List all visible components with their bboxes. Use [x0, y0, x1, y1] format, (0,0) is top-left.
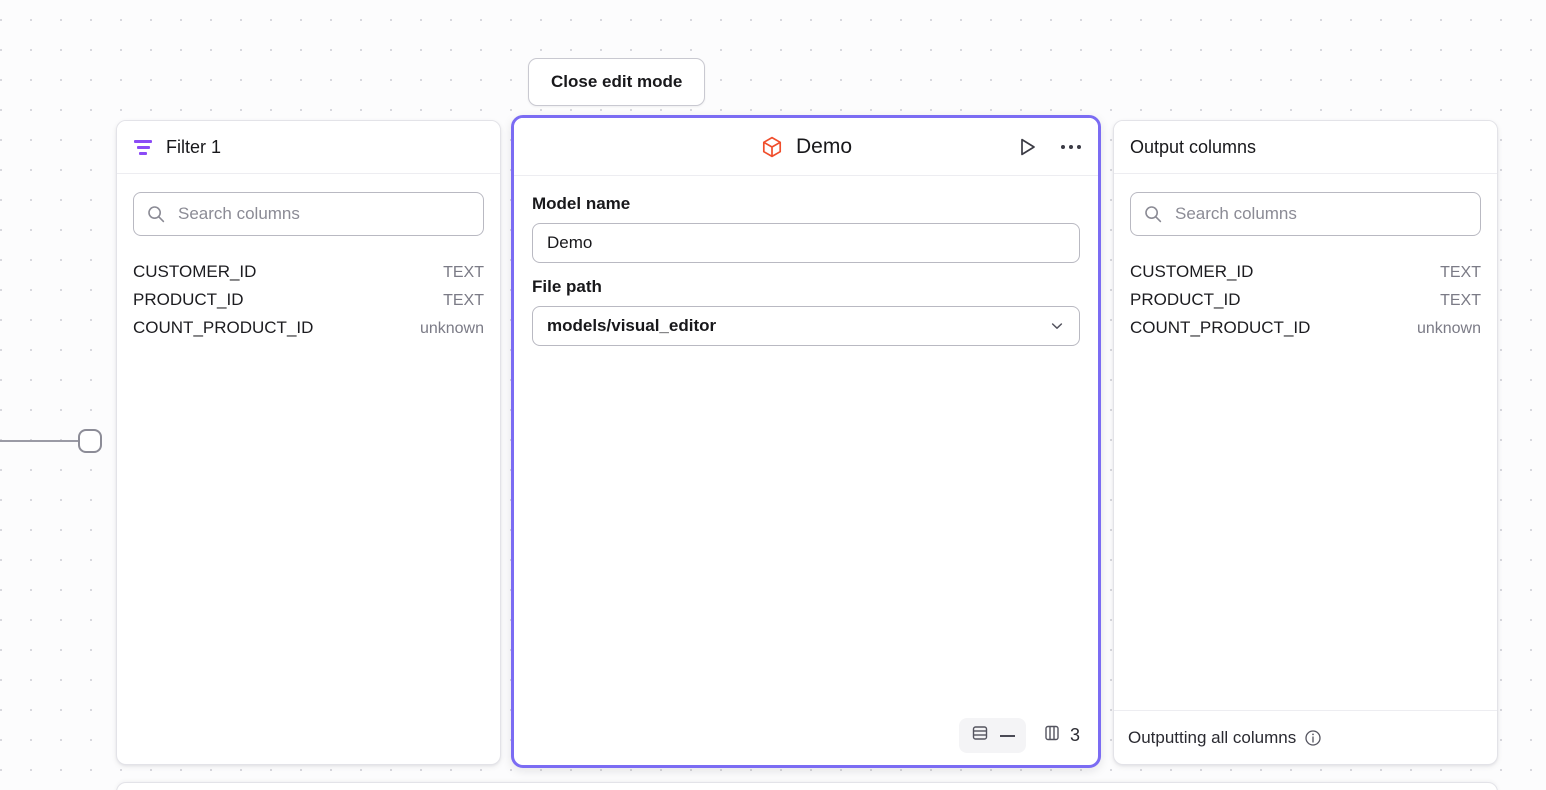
outputting-all-columns-label: Outputting all columns	[1128, 727, 1297, 747]
table-row[interactable]: CUSTOMER_ID TEXT	[133, 258, 484, 286]
table-row[interactable]: COUNT_PRODUCT_ID unknown	[133, 314, 484, 342]
column-type: unknown	[419, 320, 484, 337]
search-icon	[1143, 204, 1163, 224]
close-edit-mode-label: Close edit mode	[551, 72, 683, 91]
model-name-field[interactable]: Demo	[532, 223, 1080, 263]
filter-column-list: CUSTOMER_ID TEXT PRODUCT_ID TEXT COUNT_P…	[133, 258, 484, 342]
demo-panel-title: Demo	[795, 134, 853, 158]
demo-panel-body: Model name Demo File path models/visual_…	[514, 176, 1098, 765]
filter-search-input[interactable]: Search columns	[133, 192, 484, 236]
demo-model-panel[interactable]: Demo Model name Demo File path models/	[511, 115, 1101, 768]
column-name: PRODUCT_ID	[1130, 290, 1241, 309]
chevron-down-icon	[1049, 318, 1065, 334]
row-count-value	[999, 734, 1015, 737]
table-row[interactable]: PRODUCT_ID TEXT	[1130, 286, 1481, 314]
cube-icon	[760, 135, 784, 159]
table-row[interactable]: COUNT_PRODUCT_ID unknown	[1130, 314, 1481, 342]
demo-panel-actions	[1014, 118, 1084, 175]
table-row[interactable]: CUSTOMER_ID TEXT	[1130, 258, 1481, 286]
file-path-select[interactable]: models/visual_editor	[532, 306, 1080, 346]
column-name: COUNT_PRODUCT_ID	[133, 318, 314, 337]
output-panel-title: Output columns	[1130, 136, 1257, 157]
table-row[interactable]: PRODUCT_ID TEXT	[133, 286, 484, 314]
ellipsis-icon[interactable]	[1058, 134, 1084, 160]
demo-panel-header: Demo	[514, 118, 1098, 176]
column-count-value: 3	[1069, 725, 1080, 745]
output-panel-footer: Outputting all columns	[1114, 710, 1497, 764]
bottom-partial-panel[interactable]	[116, 782, 1498, 790]
filter-panel-header: Filter 1	[117, 121, 500, 174]
column-type: TEXT	[443, 292, 484, 309]
output-search-placeholder: Search columns	[1175, 204, 1297, 223]
filter-panel-title: Filter 1	[166, 136, 222, 157]
file-path-value: models/visual_editor	[547, 316, 717, 335]
file-path-label: File path	[532, 277, 602, 296]
model-name-value: Demo	[547, 233, 593, 252]
column-count-control[interactable]: 3	[1036, 718, 1086, 753]
column-type: TEXT	[1440, 292, 1481, 309]
column-name: PRODUCT_ID	[133, 290, 244, 309]
column-type: TEXT	[1440, 264, 1481, 281]
column-type: unknown	[1416, 320, 1481, 337]
close-edit-mode-button[interactable]: Close edit mode	[528, 58, 706, 106]
filter-node-panel[interactable]: Filter 1 Search columns CUSTOMER_ID TEXT…	[116, 120, 501, 765]
output-panel-body: Search columns CUSTOMER_ID TEXT PRODUCT_…	[1114, 174, 1497, 710]
filter-search-placeholder: Search columns	[178, 204, 300, 223]
output-search-input[interactable]: Search columns	[1130, 192, 1481, 236]
output-columns-panel[interactable]: Output columns Search columns CUSTOMER_I…	[1113, 120, 1498, 765]
model-name-label: Model name	[532, 194, 631, 213]
demo-panel-footer: 3	[958, 718, 1086, 753]
column-name: CUSTOMER_ID	[133, 262, 257, 281]
row-count-control[interactable]	[958, 718, 1026, 753]
output-column-list: CUSTOMER_ID TEXT PRODUCT_ID TEXT COUNT_P…	[1130, 258, 1481, 342]
column-type: TEXT	[443, 264, 484, 281]
filter-icon	[133, 137, 153, 157]
column-name: COUNT_PRODUCT_ID	[1130, 318, 1311, 337]
play-icon[interactable]	[1014, 134, 1040, 160]
column-name: CUSTOMER_ID	[1130, 262, 1254, 281]
info-icon[interactable]	[1304, 729, 1322, 747]
search-icon	[146, 204, 166, 224]
columns-icon	[1042, 723, 1062, 748]
connection-handle[interactable]	[78, 429, 102, 453]
filter-panel-body: Search columns CUSTOMER_ID TEXT PRODUCT_…	[117, 174, 500, 764]
rows-icon	[970, 723, 990, 748]
output-panel-header: Output columns	[1114, 121, 1497, 174]
connection-edge	[0, 440, 82, 442]
